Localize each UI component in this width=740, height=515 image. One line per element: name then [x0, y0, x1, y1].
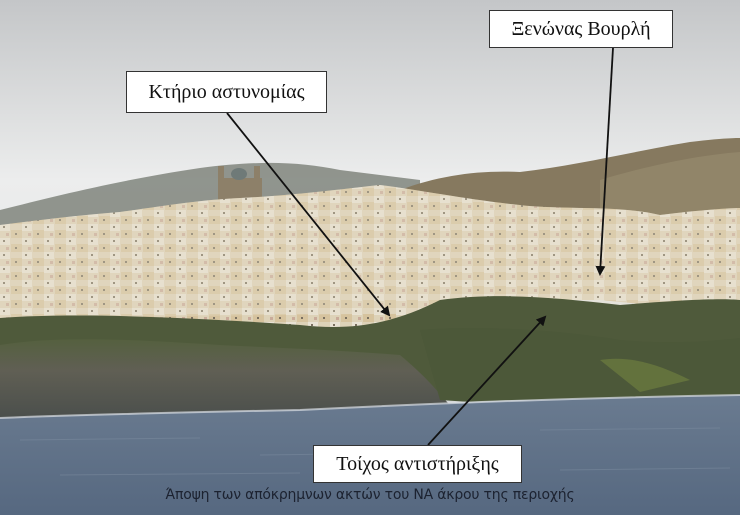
arrow-police — [226, 112, 391, 317]
arrow-wall — [427, 315, 547, 446]
label-guesthouse: Ξενώνας Βουρλή — [489, 10, 673, 48]
label-police-building: Κτήριο αστυνομίας — [126, 71, 327, 113]
photo-caption: Άποψη των απόκρημνων ακτών του ΝΑ άκρου … — [165, 487, 575, 503]
label-retaining-wall: Τοίχος αντιστήριξης — [313, 445, 522, 483]
arrow-guesthouse — [595, 47, 614, 276]
